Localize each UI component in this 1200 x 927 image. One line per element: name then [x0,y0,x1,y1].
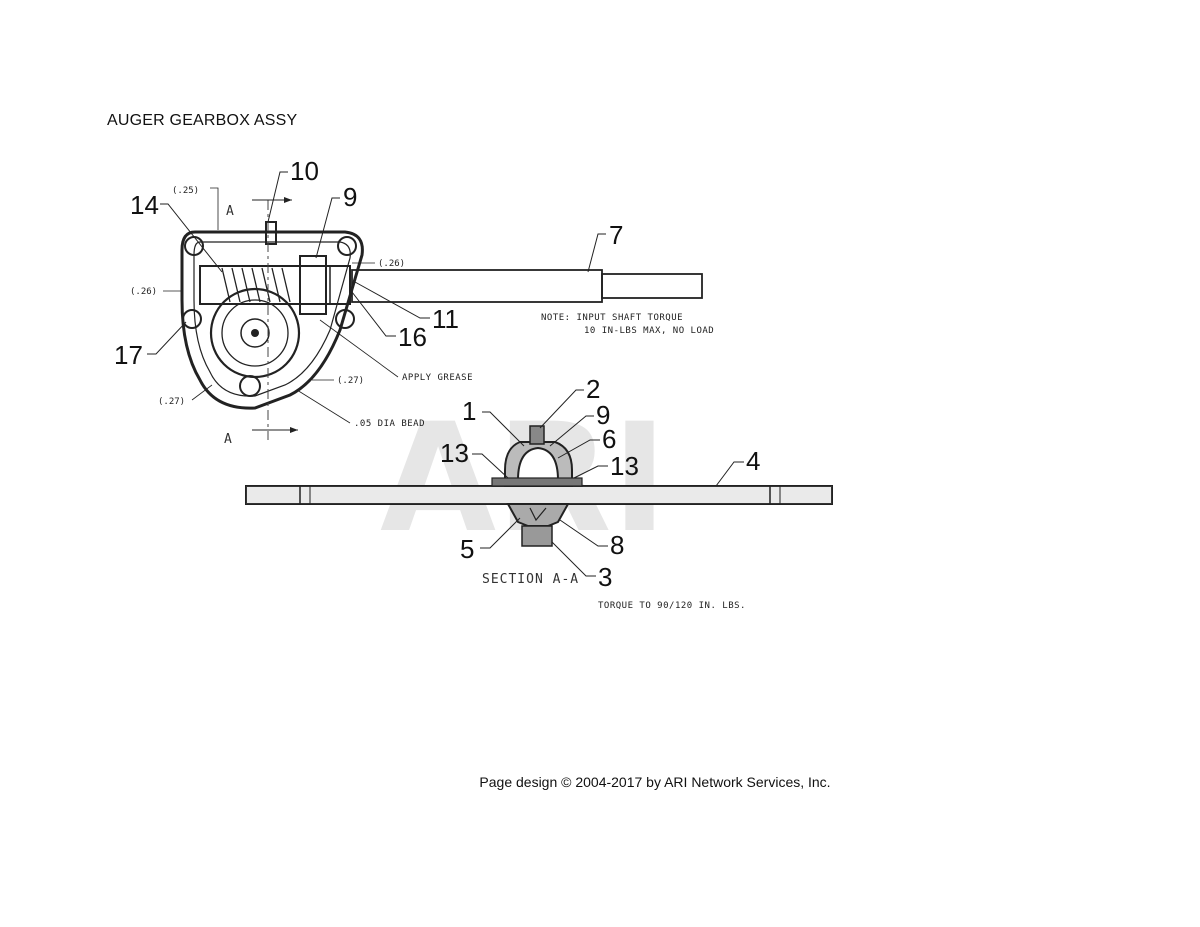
section-callout-1: 1 [462,396,476,426]
section-callout-13-left: 13 [440,438,469,468]
dim-right: (.26) [378,259,405,269]
section-callout-3: 3 [598,562,612,592]
dim-bottom-left: (.27) [158,397,185,407]
note-input-shaft-2: 10 IN-LBS MAX, NO LOAD [584,326,714,336]
callout-16: 16 [398,322,427,352]
note-bead: .05 DIA BEAD [354,419,425,429]
note-input-shaft-1: NOTE: INPUT SHAFT TORQUE [541,313,683,323]
footer-copyright: Page design © 2004-2017 by ARI Network S… [479,774,831,790]
section-callout-4: 4 [746,446,760,476]
callout-17: 17 [114,340,143,370]
section-a-a-view [245,425,833,547]
callout-10: 10 [290,156,319,186]
section-marker-top: A [226,204,235,219]
callout-9: 9 [343,182,357,212]
callout-14: 14 [130,190,159,220]
section-marks: A A [224,197,298,447]
section-callout-9: 9 [596,400,610,430]
dim-top: (.25) [172,186,199,196]
section-callout-13-right: 13 [610,451,639,481]
note-torque: TORQUE TO 90/120 IN. LBS. [598,601,746,611]
dim-bottom-right: (.27) [337,376,364,386]
diagram-title: AUGER GEARBOX ASSY [107,112,298,129]
section-callout-5: 5 [460,534,474,564]
note-apply-grease: APPLY GREASE [402,373,473,383]
section-label: SECTION A-A [482,572,579,587]
section-callouts: 1 2 9 6 13 13 4 5 8 3 [440,374,760,592]
section-callout-2: 2 [586,374,600,404]
section-callout-6: 6 [602,424,616,454]
gearbox-housing-top-view [180,200,703,440]
top-view-callouts: 10 9 14 7 11 16 17 [114,156,623,370]
callout-11: 11 [432,304,459,334]
callout-7: 7 [609,220,623,250]
section-callout-8: 8 [610,530,624,560]
dim-left: (.26) [130,287,157,297]
section-marker-bottom: A [224,432,233,447]
